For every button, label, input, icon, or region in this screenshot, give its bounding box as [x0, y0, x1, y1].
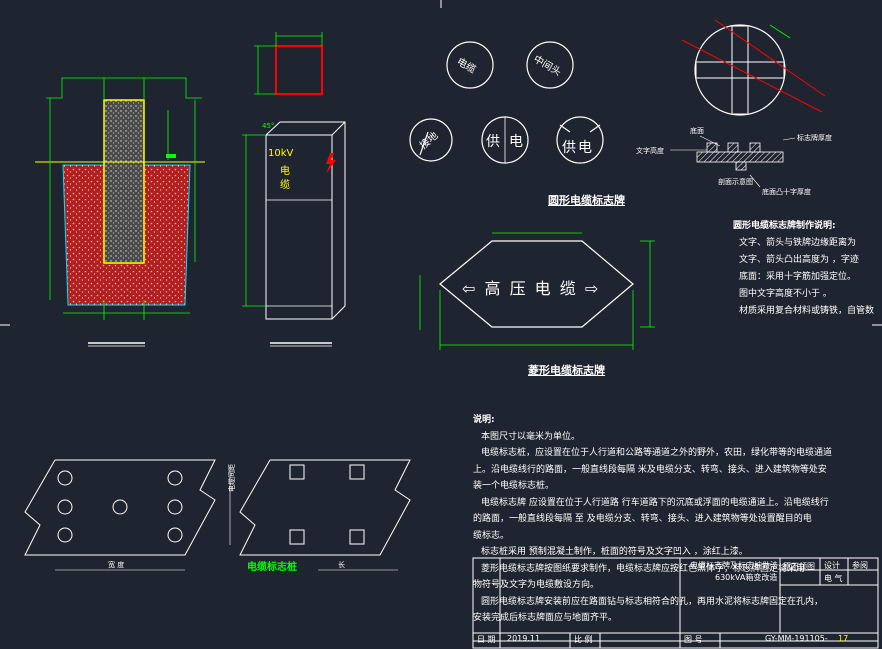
tb-stamp: 原不领图: [783, 562, 815, 571]
stake-section-drawing: [35, 77, 205, 347]
round-sign-title: 圆形电缆标志牌: [548, 194, 625, 207]
pillar-dimension: 45°: [262, 122, 275, 130]
lightning-icon: [326, 153, 336, 174]
notes-line: 安装完成后标志牌面应与地面齐平。: [473, 613, 618, 623]
round-notes-line: 材质采用复合材料或铸铁，自管数: [739, 306, 875, 316]
diamond-sign-title: 菱形电缆标志牌: [528, 364, 605, 377]
tb-fig-label: 图 号: [684, 635, 703, 644]
plan-view-right: [239, 459, 411, 571]
general-notes: 说明: 本图尺寸以毫米为单位。 电缆标志桩，应设置在位于人行道和公路等通道之外的…: [473, 412, 832, 627]
round-notes: 圆形电缆标志牌制作说明: 文字、箭头与铁牌边缘距离为 文字、箭头凸出高度为 ，字…: [733, 218, 874, 320]
tb-date: 2019.11: [507, 634, 541, 643]
round-notes-line: 图中文字高度不小于 。: [739, 289, 832, 299]
cross-disc-bottom: [681, 19, 826, 116]
title-block-frame: [472, 557, 879, 649]
notes-line: 电缆标志牌 应设置在位于人行道路 行车道路下的沉底或浮面的电缆通道上。沿电缆线行: [481, 497, 829, 508]
tb-sheet: 参阅: [852, 561, 868, 570]
frame-marks: [0, 0, 882, 326]
pillar-voltage: 10kV: [268, 148, 294, 159]
tb-fig-page: 17: [838, 634, 849, 643]
tb-project: 630kVA箱变改造: [715, 573, 778, 582]
disc-power-2: [556, 116, 604, 164]
notes-title: 说明:: [473, 415, 495, 425]
disc-joint: [526, 41, 574, 89]
disc-cable: [446, 41, 494, 89]
stake-front-view: [242, 121, 346, 347]
tb-role-1: 设计: [824, 561, 840, 570]
round-notes-title: 圆形电缆标志牌制作说明:: [733, 221, 836, 231]
diamond-sign-text: ⇦ 高 压 电 缆 ⇨: [462, 279, 601, 298]
section-text-height-label: 文字高度: [636, 147, 664, 155]
stake-top-view: [254, 32, 323, 95]
notes-line: 缆标志。: [473, 530, 510, 541]
notes-line: 标志桩采用 预制混凝土制作，桩面的符号及文字凹入 ，涂红上漆。: [481, 547, 748, 557]
tb-fig-no: GY-MM-191105-: [765, 634, 828, 643]
disc-power-right: 电: [509, 134, 523, 150]
diamond-sign: [419, 232, 655, 350]
round-signs: [409, 41, 604, 164]
notes-line: 本图尺寸以毫米为单位。: [481, 431, 581, 442]
marker-label: 电缆标志桩: [247, 562, 297, 573]
dim-length: 长: [338, 561, 345, 569]
pillar-char-2: 缆: [280, 180, 290, 191]
plan-view-left: [24, 459, 231, 571]
disc-power-left: 供: [486, 134, 500, 150]
section-bottom-label: 底面: [690, 127, 704, 135]
tb-role-2: 电 气: [824, 574, 843, 583]
round-notes-line: 底面：采用十字筋加强定位。: [739, 272, 857, 282]
pillar-char-1: 电: [280, 166, 290, 177]
tb-scale-label: 比 例: [574, 635, 593, 644]
notes-line: 菱形电缆标志牌按图纸要求制作，电缆标志牌应按红色黑体字，标志牌固定将采用: [481, 563, 806, 574]
round-notes-line: 文字、箭头与铁牌边缘距离为: [739, 238, 857, 248]
section-view: [670, 135, 796, 188]
dim-width: 宽 度: [108, 561, 125, 569]
notes-line: 圆形电缆标志牌安装前应在路面钻与标志相符合的孔，再用水泥将标志牌固定在孔内，: [481, 596, 824, 607]
notes-line: 的路面，一般直线段每隔 至 及电缆分支、转弯、接头、进入建筑物等处设置醒目的电: [473, 514, 812, 524]
tb-date-label: 日 期: [477, 635, 496, 644]
section-cut-label: 剖面示意图: [718, 178, 753, 186]
notes-line: 上。沿电缆线行的路面，一般直线段每隔 米及电缆分支、转弯、接头、进入建筑物等处安: [473, 464, 827, 475]
section-thickness-label: 标志牌厚度: [797, 134, 832, 142]
concrete-stake: [103, 99, 145, 264]
notes-line: 电缆标志桩，应设置在位于人行道和公路等通道之外的野外，农田，绿化带等的电缆通道: [481, 448, 833, 458]
section-cross-label: 底面凸十字厚度: [762, 188, 811, 196]
tb-drawing-name: 电缆标志牌及标志桩做法: [690, 561, 778, 570]
disc-power-2-label: 供电: [562, 140, 594, 156]
round-notes-line: 文字、箭头凸出高度为 ，字迹: [739, 255, 859, 265]
disc-ground: [409, 118, 453, 162]
dim-spacing: 电缆间距: [228, 464, 236, 492]
notes-line: 物符号及文字为电缆敷设方向。: [473, 580, 600, 590]
notes-line: 装一个电缆标志桩。: [473, 481, 555, 491]
